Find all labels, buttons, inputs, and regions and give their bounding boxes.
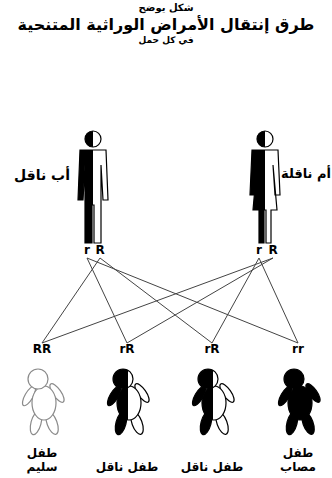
allele-box: R [94, 244, 106, 258]
parent-label: أب ناقل [8, 167, 76, 183]
inheritance-line [87, 258, 298, 343]
child-box: rr طفل مصاب [266, 343, 330, 475]
subtitle-label: في كل حمل [4, 35, 328, 46]
baby-dark-half [105, 369, 128, 436]
baby-dark-half [190, 369, 213, 436]
diagram-title: طرق إنتقال الأمراض الوراثية المتنحية [4, 15, 328, 35]
figure-body [250, 150, 265, 243]
inheritance-line [42, 258, 100, 343]
parent-figure: أم ناقلة rR [200, 125, 332, 260]
baby-shape [276, 369, 323, 436]
genotype-label: rR [95, 343, 159, 357]
allele-letter: R [94, 244, 106, 258]
carrier-baby [105, 369, 152, 436]
child-label: طفل مصاب [266, 447, 330, 475]
carrier-baby [190, 369, 237, 436]
figure-body [250, 150, 280, 243]
allele-box: R [267, 244, 279, 258]
inheritance-line [127, 258, 273, 343]
figure-dark-half [250, 131, 265, 243]
parent-figure: أب ناقل rR [8, 125, 118, 260]
allele-box: r [81, 244, 93, 258]
figure-body [78, 150, 108, 243]
mother-figure [250, 131, 280, 243]
allele-letter: r [253, 244, 265, 258]
allele-box: r [253, 244, 265, 258]
baby-shape [105, 369, 152, 436]
child-label: طفل سليم [10, 447, 74, 475]
inheritance-line [87, 258, 127, 343]
header-block: شكل يوضحطرق إنتقال الأمراض الوراثية المت… [0, 2, 332, 46]
inheritance-line [212, 258, 259, 343]
child-label: طفل ناقل [180, 461, 244, 475]
child-box: rR طفل ناقل [95, 343, 159, 475]
baby-shape [20, 369, 67, 436]
child-box: rR طفل ناقل [180, 343, 244, 475]
father-figure [78, 131, 108, 243]
figure-head [257, 131, 273, 147]
baby-shape [190, 369, 237, 436]
inheritance-line [42, 258, 273, 343]
figure-body [78, 150, 93, 243]
healthy-baby [20, 369, 67, 436]
genotype-label: RR [10, 343, 74, 357]
subtitle-label: شكل يوضح [4, 2, 328, 15]
genotype-label: rR [180, 343, 244, 357]
figure-dark-half [78, 131, 93, 243]
inheritance-line [100, 258, 212, 343]
figure-head [257, 131, 265, 147]
figure-head [85, 131, 93, 147]
figure-head [85, 131, 101, 147]
allele-letter: R [267, 244, 279, 258]
child-label: طفل ناقل [95, 461, 159, 475]
genotype-label: rr [266, 343, 330, 357]
child-box: RR طفل سليم [10, 343, 74, 475]
inheritance-line [259, 258, 298, 343]
allele-letter: r [81, 244, 93, 258]
affected-baby [276, 369, 323, 436]
parent-label: أم ناقلة [280, 167, 332, 182]
